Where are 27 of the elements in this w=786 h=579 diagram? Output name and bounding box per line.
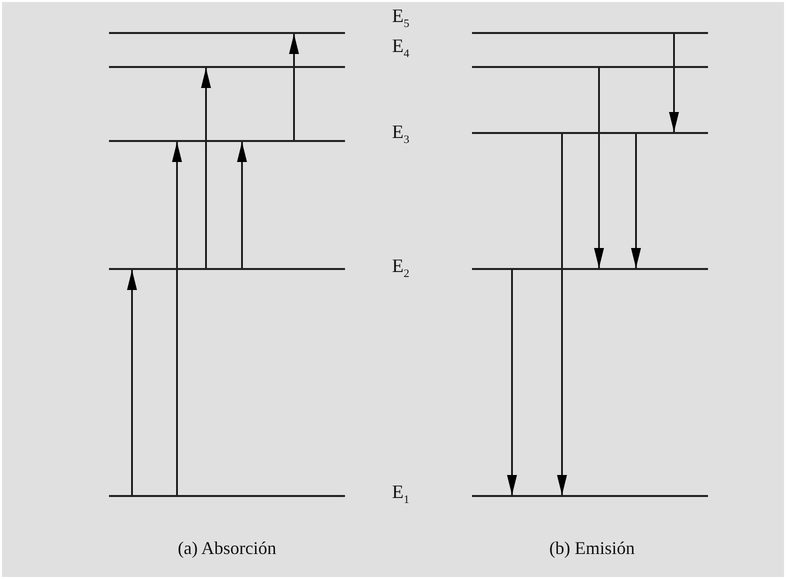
energy-level-label: E$_{2}$: [392, 256, 410, 282]
transition-arrow: [557, 134, 567, 495]
energy-level-label: E$_{3}$: [392, 122, 410, 148]
transition-arrow: [594, 68, 604, 268]
energy-level-label: E$_{5}$: [392, 6, 410, 32]
energy-level-line: [472, 132, 708, 134]
panel-caption: (a) Absorción: [178, 538, 276, 560]
transition-arrow: [669, 34, 679, 132]
transition-arrow: [201, 68, 211, 268]
energy-level-line: [472, 268, 708, 270]
transition-arrow: [172, 142, 182, 495]
energy-level-line: [109, 66, 345, 68]
energy-level-label: E$_{1}$: [392, 482, 410, 508]
energy-level-line: [472, 495, 708, 497]
transition-arrow: [507, 270, 517, 495]
energy-level-line: [109, 495, 345, 497]
energy-level-line: [109, 140, 345, 142]
energy-level-label: E$_{4}$: [392, 36, 410, 62]
panel-caption: (b) Emisión: [549, 538, 635, 560]
transition-arrow: [289, 34, 299, 140]
energy-level-line: [472, 66, 708, 68]
transition-arrow: [127, 270, 137, 495]
energy-level-line: [472, 32, 708, 34]
transition-arrow: [237, 142, 247, 268]
energy-level-line: [109, 268, 345, 270]
energy-level-line: [109, 32, 345, 34]
transition-arrow: [631, 134, 641, 268]
